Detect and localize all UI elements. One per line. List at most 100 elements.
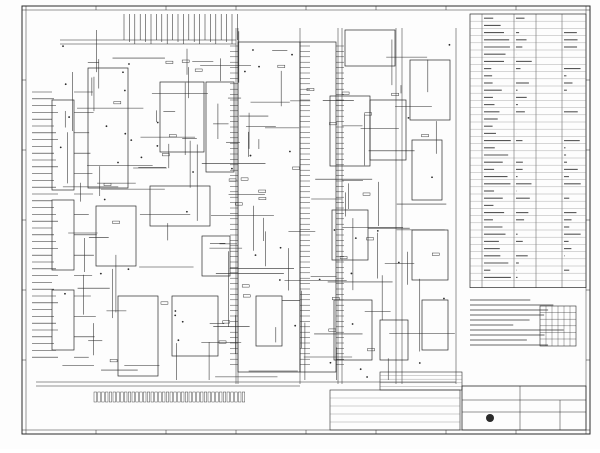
ic-package <box>51 99 75 191</box>
junction-dot <box>185 210 188 213</box>
connector-pin <box>101 391 105 403</box>
connector-pin <box>154 391 158 403</box>
junction-dot <box>105 125 108 128</box>
ic-package <box>344 29 396 67</box>
junction-dot <box>123 89 126 92</box>
ic-package <box>159 81 205 153</box>
resistor-symbol <box>328 328 336 332</box>
junction-dot <box>333 229 336 231</box>
resistor-symbol <box>362 192 371 196</box>
junction-dot <box>350 272 353 275</box>
junction-dot <box>128 63 130 65</box>
connector-pin <box>169 391 173 403</box>
connector-pin <box>181 391 185 403</box>
resistor-symbol <box>241 284 250 288</box>
connector-pin <box>219 391 223 403</box>
resistor-symbol <box>222 320 230 324</box>
connector-pin <box>192 391 196 403</box>
resistor-symbol <box>306 88 315 91</box>
junction-dot <box>64 83 67 86</box>
junction-dot <box>431 176 433 179</box>
connector-pin <box>200 391 204 403</box>
connector-pin <box>116 391 120 403</box>
junction-dot <box>192 171 194 173</box>
junction-dot <box>59 146 62 149</box>
ic-package <box>201 235 231 277</box>
ic-package <box>411 229 449 281</box>
resistor-symbol <box>218 340 227 344</box>
connector-pin <box>215 391 219 403</box>
connector-pin <box>97 391 101 403</box>
junction-dot <box>174 310 177 312</box>
connector-pin <box>108 391 112 403</box>
resistor-symbol <box>366 237 374 241</box>
ic-package <box>299 41 337 373</box>
resistor-symbol <box>367 348 375 352</box>
junction-dot <box>122 71 124 74</box>
company-logo <box>486 414 494 422</box>
connector-pin <box>207 391 211 403</box>
junction-dot <box>289 150 291 153</box>
connector-pin <box>112 391 116 403</box>
title-block-frame <box>461 385 587 431</box>
revision-table <box>329 389 461 431</box>
ic-package <box>237 41 301 373</box>
ic-package <box>87 67 129 189</box>
junction-dot <box>244 70 246 73</box>
connector-pin <box>234 391 238 403</box>
junction-dot <box>174 314 177 317</box>
junction-dot <box>291 53 293 56</box>
resistor-symbol <box>181 59 190 63</box>
connector-pin <box>211 391 215 403</box>
connector-pin <box>93 391 97 403</box>
junction-dot <box>351 323 354 325</box>
connector-pin <box>196 391 200 403</box>
resistor-symbol <box>391 92 399 96</box>
revision-tables <box>329 371 463 431</box>
junction-dot <box>181 320 184 323</box>
junction-dot <box>127 268 130 271</box>
resistor-symbol <box>235 202 243 206</box>
connector-pin <box>238 391 242 403</box>
connector-pin <box>165 391 169 403</box>
resistor-symbol <box>421 134 429 138</box>
connector-pin <box>146 391 150 403</box>
connector-pin <box>124 391 128 403</box>
resistor-symbol <box>160 301 169 305</box>
connector-pin <box>143 391 147 403</box>
junction-dot <box>448 43 451 46</box>
resistor-symbol <box>165 60 174 64</box>
ic-package <box>51 199 75 271</box>
junction-dot <box>443 297 445 300</box>
ic-package <box>421 299 449 351</box>
resistor-symbol <box>258 189 266 193</box>
junction-dot <box>68 116 70 118</box>
junction-dot <box>64 292 66 295</box>
resistor-symbol <box>292 166 300 170</box>
ic-package <box>171 295 219 357</box>
junction-dot <box>407 116 410 119</box>
junction-dot <box>177 339 180 342</box>
junction-dot <box>249 154 252 157</box>
connector-pin <box>135 391 139 403</box>
ic-package <box>117 295 159 377</box>
ic-package <box>411 139 443 201</box>
connector-pin <box>230 391 234 403</box>
junction-dot <box>354 237 357 240</box>
junction-dot <box>329 361 332 364</box>
junction-dot <box>254 254 257 256</box>
ic-package <box>255 295 283 347</box>
junction-dot <box>130 139 133 142</box>
junction-dot <box>156 145 159 147</box>
connector-pin <box>120 391 124 403</box>
resistor-symbol <box>329 122 337 126</box>
resistor-symbol <box>109 359 118 363</box>
resistor-symbol <box>103 183 112 186</box>
resistor-symbol <box>332 297 340 301</box>
connector-pin <box>222 391 226 403</box>
resistor-symbol <box>240 177 249 181</box>
ic-package <box>95 205 137 267</box>
junction-dot <box>366 376 368 378</box>
